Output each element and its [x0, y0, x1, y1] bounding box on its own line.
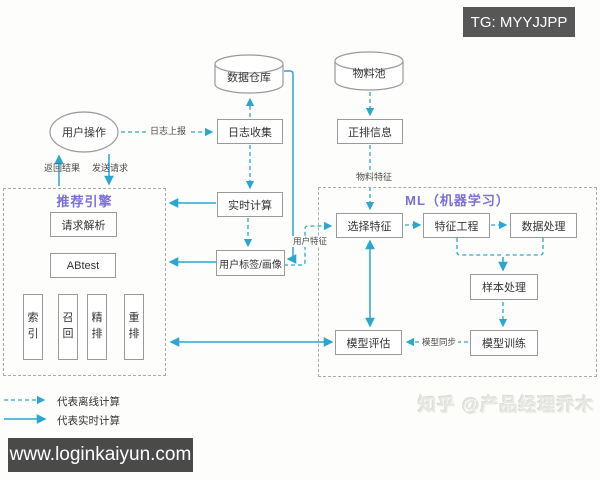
- node-log-collect: 日志收集: [217, 119, 283, 144]
- node-rerank: 重排: [124, 294, 144, 360]
- edge-label-user-feature: 用户特征: [291, 236, 328, 248]
- node-realtime-compute: 实时计算: [217, 192, 283, 217]
- edge-featureeng-merge: [456, 238, 501, 256]
- node-select-feature: 选择特征: [336, 213, 403, 238]
- edge-dataprocess-merge: [505, 238, 544, 256]
- user-action-ellipse: [49, 111, 119, 153]
- data-warehouse-cylinder: [214, 54, 284, 94]
- edge-label-log-report: 日志上报: [146, 126, 190, 138]
- node-user-action: 用户操作: [62, 127, 106, 139]
- tg-badge: TG: MYYJJPP: [463, 7, 575, 37]
- node-sample-process: 样本处理: [470, 274, 538, 300]
- edge-label-model-sync: 模型同步: [420, 337, 458, 349]
- legend-offline-label: 代表离线计算: [57, 396, 120, 408]
- node-fine-rank: 精排: [87, 294, 107, 360]
- edge-userprofile-selectfeature: [284, 221, 333, 266]
- edge-label-send-request: 发送请求: [92, 163, 129, 173]
- zhihu-watermark: 知乎 @产品经理乔木: [418, 395, 595, 415]
- ml-group-title: ML（机器学习）: [405, 193, 510, 208]
- node-index: 索引: [23, 294, 43, 360]
- node-data-process: 数据处理: [510, 213, 577, 238]
- node-data-warehouse: 数据仓库: [227, 72, 271, 84]
- recommend-engine-group: 推荐引擎: [3, 188, 166, 376]
- site-badge: www.loginkaiyun.com: [8, 438, 193, 472]
- node-request-parse: 请求解析: [50, 212, 117, 237]
- material-pool-cylinder: [334, 51, 404, 91]
- node-recall: 召回: [58, 294, 78, 360]
- node-model-train: 模型训练: [470, 330, 538, 356]
- edge-warehouse-userprofile: [284, 70, 297, 264]
- ml-group: ML（机器学习）: [318, 187, 597, 377]
- legend-realtime-label: 代表实时计算: [57, 415, 120, 427]
- node-model-eval: 模型评估: [335, 330, 402, 355]
- recommend-engine-title: 推荐引擎: [56, 194, 113, 209]
- edge-label-return-result: 返回结果: [44, 163, 81, 173]
- node-abtest: ABtest: [50, 253, 116, 278]
- node-user-profile: 用户标签/画像: [216, 250, 285, 276]
- edge-label-material-feature: 物料特征: [354, 172, 393, 184]
- node-material-pool: 物料池: [352, 68, 386, 80]
- node-feature-engineering: 特征工程: [423, 213, 490, 238]
- node-forward-info: 正排信息: [337, 119, 403, 144]
